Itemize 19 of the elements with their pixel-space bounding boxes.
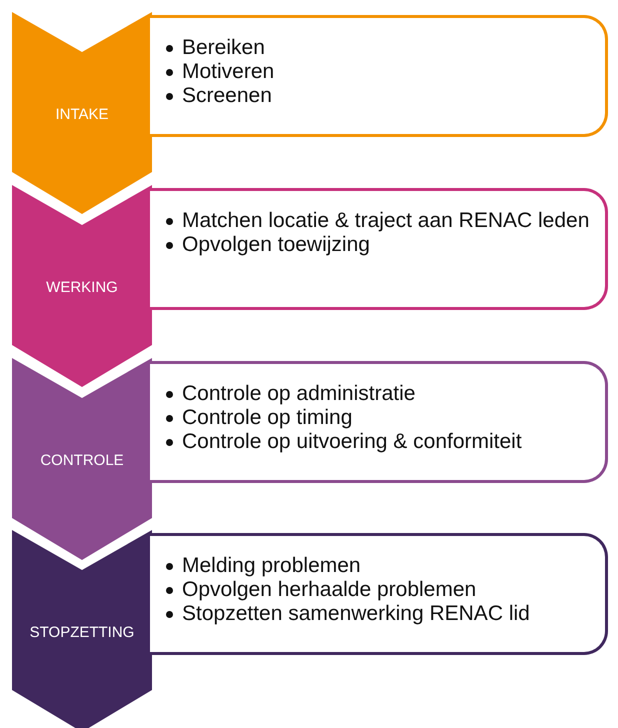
stage-label: INTAKE (54, 106, 110, 123)
text-panel (150, 533, 608, 655)
bullet-text: Screenen (182, 84, 272, 107)
bullet-text: Bereiken (182, 36, 265, 59)
stage-label: STOPZETTING (28, 624, 136, 641)
bullet-text: Melding problemen (182, 554, 361, 577)
bullet-text: Motiveren (182, 60, 274, 83)
bullet-text: Opvolgen herhaalde problemen (182, 578, 476, 601)
bullet-text: Controle op timing (182, 406, 352, 429)
bullet-text: Controle op administratie (182, 382, 416, 405)
text-panel (150, 361, 608, 483)
bullet-text: Matchen locatie & traject aan RENAC leden (182, 209, 590, 232)
bullet-text: Controle op uitvoering & conformiteit (182, 430, 522, 453)
text-panel (150, 15, 608, 137)
stage-label: WERKING (45, 279, 119, 296)
stage-label: CONTROLE (39, 452, 125, 469)
bullet-text: Opvolgen toewijzing (182, 233, 370, 256)
bullet-text: Stopzetten samenwerking RENAC lid (182, 602, 530, 625)
text-panel (150, 188, 608, 310)
